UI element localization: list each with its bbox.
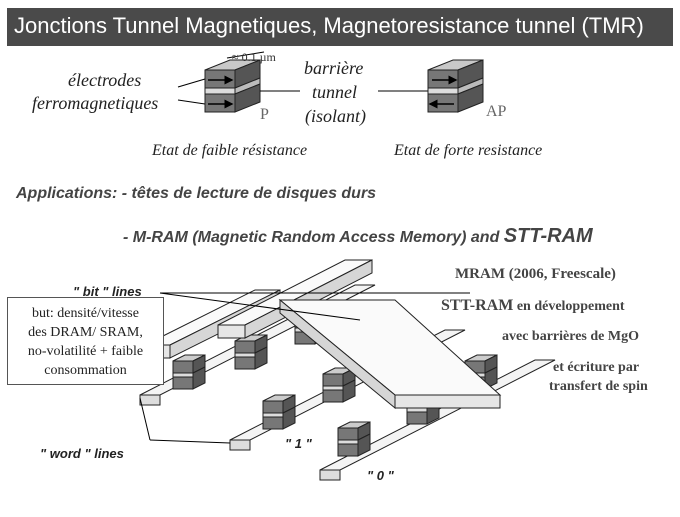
bit-lines-leader-2 bbox=[159, 292, 361, 321]
applications-line-1: Applications: - têtes de lecture de disq… bbox=[16, 185, 377, 202]
goal-note-box: but: densité/vitesse des DRAM/ SRAM, no-… bbox=[7, 297, 164, 385]
info-stt-ram-rest: en développement bbox=[513, 299, 625, 314]
page-title: Jonctions Tunnel Magnetiques, Magnetores… bbox=[14, 13, 644, 38]
electrode-leader-top bbox=[177, 78, 206, 88]
barrier-label-3: (isolant) bbox=[305, 106, 366, 126]
info-stt-ram-bold: STT-RAM bbox=[441, 297, 514, 314]
info-writing: et écriture par bbox=[553, 360, 640, 375]
mram-text-mid: y) and bbox=[452, 229, 504, 246]
high-resistance-state: Etat de forte resistance bbox=[394, 142, 543, 159]
applications-line-2: - M-RAM (Magnetic Random Access Memory) … bbox=[123, 225, 593, 248]
dimension-label: ≈ 0.1 µm bbox=[232, 50, 276, 64]
barrier-label-1: barrière bbox=[304, 58, 364, 78]
goal-note-line: des DRAM/ SRAM, bbox=[28, 325, 143, 340]
bit-lines bbox=[144, 259, 502, 410]
junction-ap bbox=[427, 59, 484, 113]
word-lines-leader bbox=[139, 397, 151, 441]
electrodes-label-2: ferromagnetiques bbox=[32, 93, 159, 113]
dimension-arrow bbox=[226, 51, 265, 59]
label-parallel: P bbox=[260, 106, 269, 123]
goal-note-line: no-volatilité + faible bbox=[27, 344, 144, 359]
label-antiparallel: AP bbox=[486, 103, 507, 120]
low-resistance-state: Etat de faible résistance bbox=[152, 142, 308, 159]
mram-text: - M-RAM (Magnetic Random Access Memor bbox=[123, 229, 453, 246]
word-lines-leader-2 bbox=[149, 439, 231, 444]
junction-p bbox=[204, 59, 261, 113]
info-stt-ram: STT-RAM en développement bbox=[441, 297, 625, 315]
goal-note-line: consommation bbox=[44, 363, 127, 378]
info-spin-transfer: transfert de spin bbox=[549, 379, 648, 394]
goal-note-line: but: densité/vitesse bbox=[32, 306, 139, 321]
bit-lines-label: " bit " lines bbox=[73, 284, 142, 299]
stt-ram-text: STT-RAM bbox=[503, 225, 593, 247]
title-bar bbox=[7, 8, 673, 46]
word-lines-label: " word " lines bbox=[40, 446, 124, 461]
bit-zero-label: " 0 " bbox=[367, 468, 394, 483]
barrier-label-2: tunnel bbox=[312, 82, 357, 102]
electrodes-label-1: électrodes bbox=[68, 70, 142, 90]
info-mgo: avec barrières de MgO bbox=[502, 329, 639, 344]
info-mram: MRAM (2006, Freescale) bbox=[455, 266, 616, 282]
bit-one-label: " 1 " bbox=[285, 436, 312, 451]
electrode-leader-bottom bbox=[177, 99, 206, 105]
